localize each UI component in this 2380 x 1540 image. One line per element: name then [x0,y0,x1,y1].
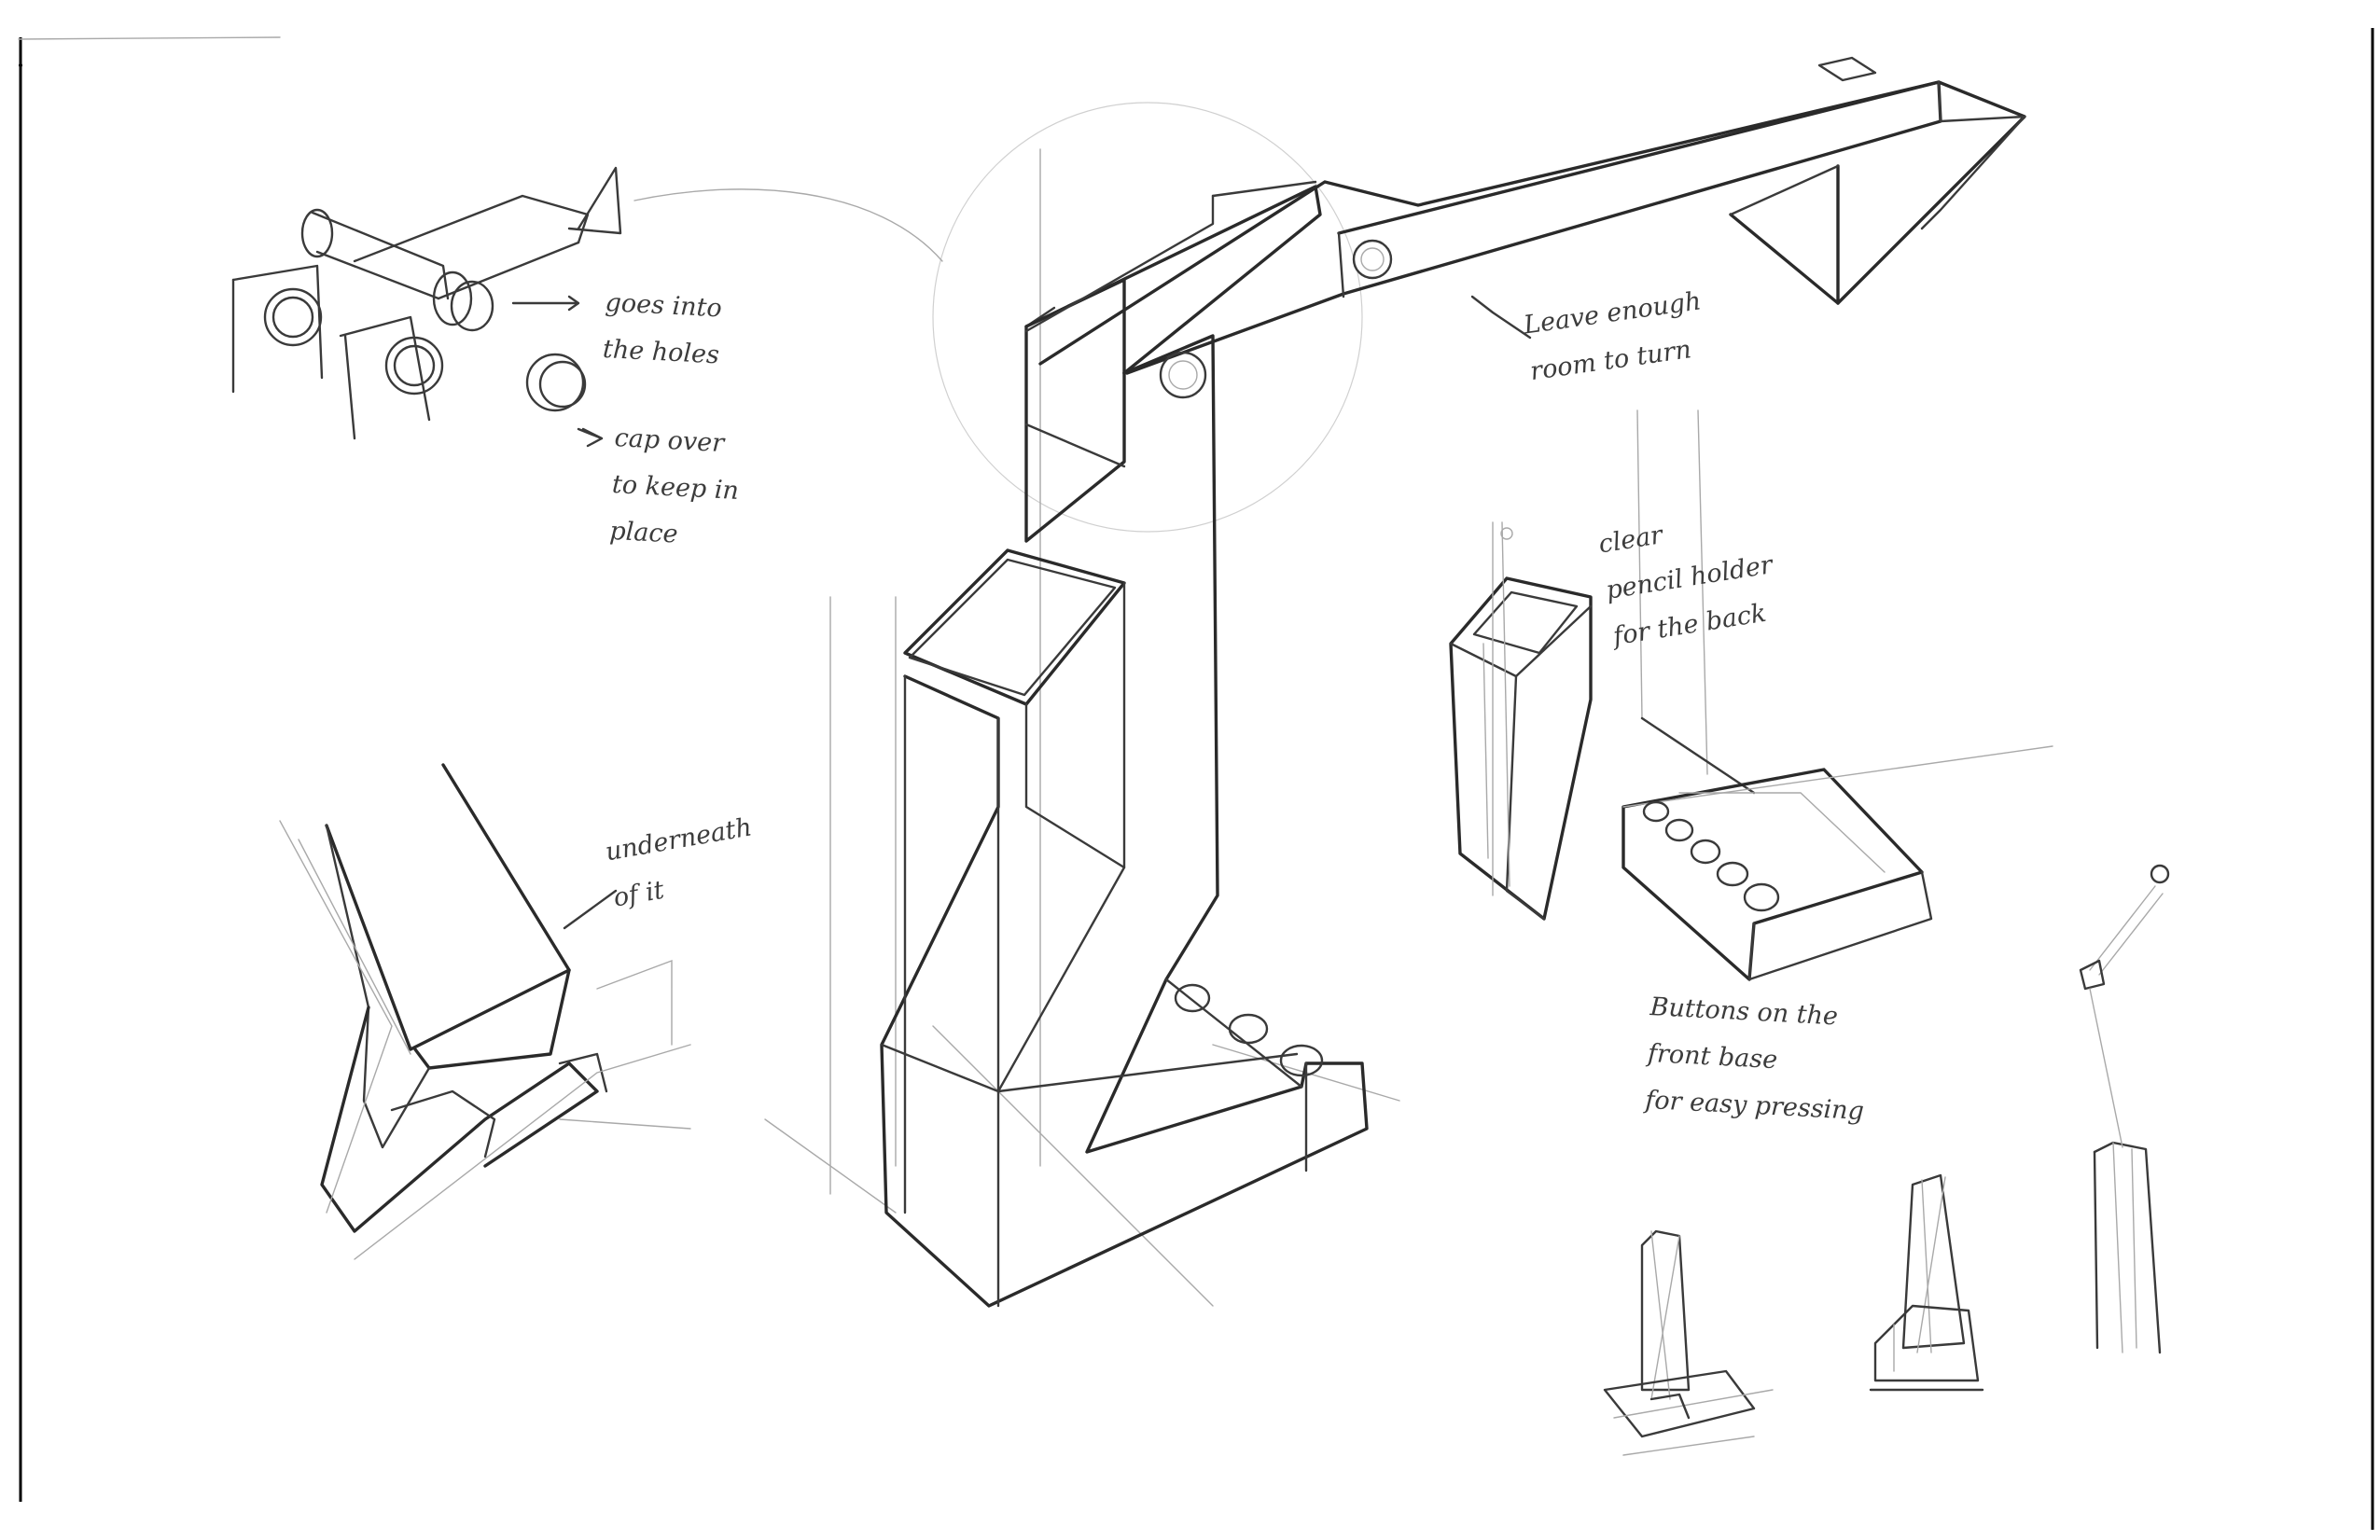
base-button-3-icon [1279,1044,1324,1077]
note-cap-over: cap over to keep in place [608,423,740,549]
base-button-2-icon [1228,1013,1269,1045]
pivot-pin-icon [1159,351,1207,399]
hole-1-icon [263,287,323,347]
pin-detail-sketch [231,166,943,448]
front-button-3-icon [1690,839,1721,865]
page-edges [18,28,2374,1530]
main-device-sketch [764,56,2026,1308]
front-button-1-icon [1642,800,1670,823]
underneath-detail-sketch [279,763,691,1260]
pencil-holder-sketch [1449,521,1593,921]
note-goes-into-holes: goes into the holes [602,287,723,370]
front-button-5-icon [1743,882,1780,912]
front-base-sketch [1621,409,2053,981]
front-button-4-icon [1716,861,1749,887]
front-button-2-icon [1664,818,1694,842]
note-clear-holder: clear pencil holder for the back [1596,520,1775,652]
stylus-tip-icon [2150,864,2170,884]
base-button-1-icon [1174,983,1211,1013]
cap-icon [525,353,585,412]
hole-2-icon [384,336,444,395]
arm-pin-icon [1352,239,1393,280]
note-buttons-front: Buttons on the front base for easy press… [1644,992,1865,1127]
thumbnail-sketches [1603,864,2170,1456]
